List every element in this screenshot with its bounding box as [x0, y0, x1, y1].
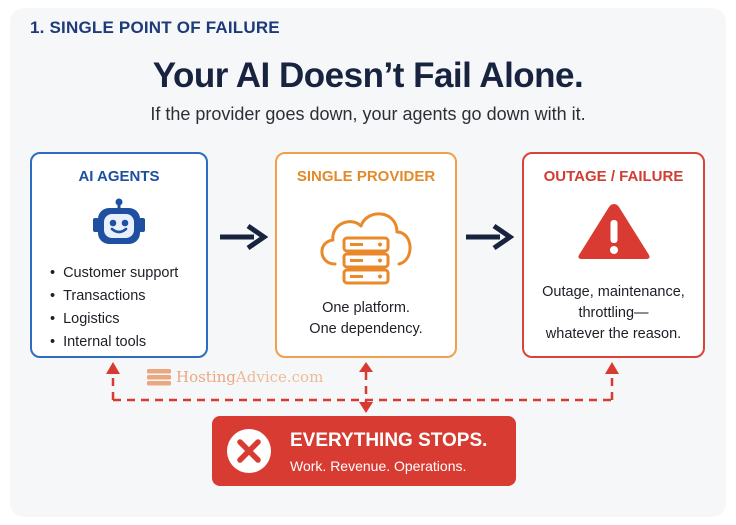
everything-stops-box: EVERYTHING STOPS. Work. Revenue. Operati… [212, 416, 516, 486]
ai-agents-box: AI AGENTS Customer support Transactions … [30, 152, 208, 358]
x-circle-icon [227, 429, 271, 473]
single-provider-box: SINGLE PROVIDER One platform. One depend… [275, 152, 457, 358]
robot-icon [93, 198, 145, 244]
warning-icon [577, 204, 650, 259]
watermark-brand-accent: Advice.com [235, 368, 324, 386]
single-provider-title: SINGLE PROVIDER [296, 168, 436, 185]
page-title: Your AI Doesn’t Fail Alone. [152, 56, 584, 95]
everything-stops-title: EVERYTHING STOPS. [290, 430, 488, 451]
list-item: Internal tools [50, 331, 178, 354]
single-provider-description: One platform. One dependency. [309, 300, 423, 337]
arrow-right-icon [466, 223, 514, 251]
page-subtitle: If the provider goes down, your agents g… [150, 104, 586, 124]
watermark-brand-main: Hosting [176, 368, 236, 386]
outage-failure-title: OUTAGE / FAILURE [543, 168, 684, 185]
outage-failure-description: Outage, maintenance, throttling— whateve… [542, 284, 685, 342]
cloud-server-icon [320, 212, 412, 285]
list-item: Logistics [50, 308, 178, 331]
outage-failure-box: OUTAGE / FAILURE Outage, maintenance, th… [522, 152, 705, 358]
list-item: Transactions [50, 285, 178, 308]
arrow-right-icon [220, 223, 268, 251]
section-eyebrow: 1. SINGLE POINT OF FAILURE [30, 18, 280, 37]
everything-stops-subtitle: Work. Revenue. Operations. [290, 458, 467, 474]
agent-use-case-list: Customer support Transactions Logistics … [50, 262, 178, 354]
list-item: Customer support [50, 262, 178, 285]
ai-agents-title: AI AGENTS [78, 168, 160, 185]
server-stack-logo-icon [147, 369, 171, 386]
